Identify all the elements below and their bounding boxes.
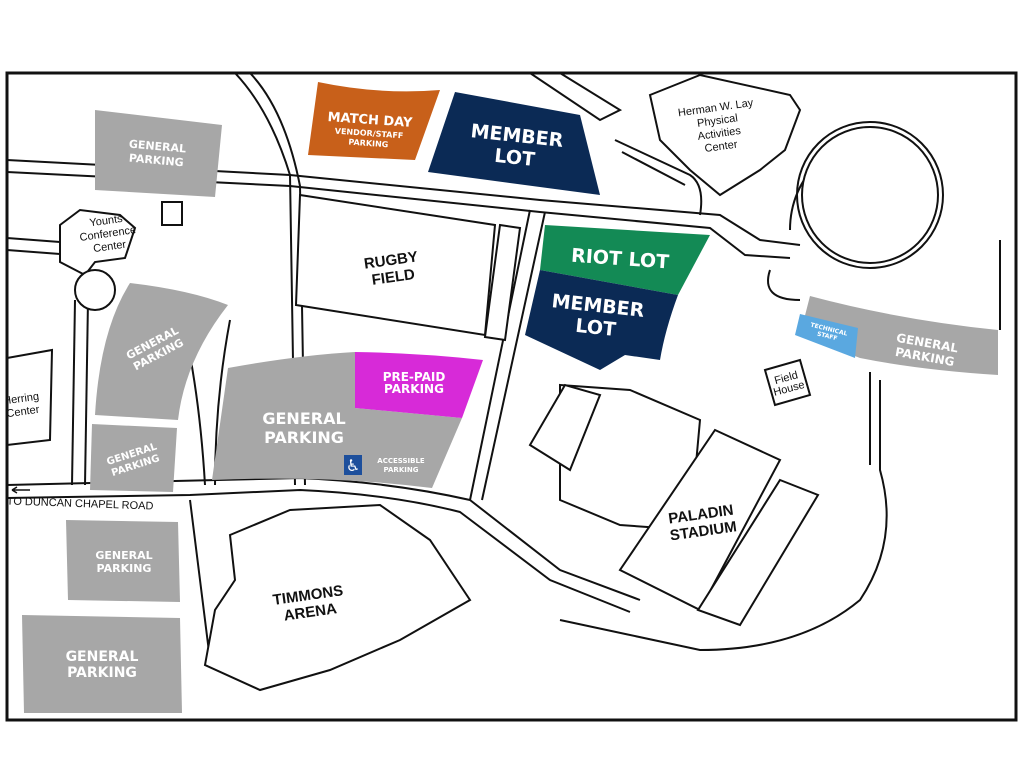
prepaid-label-2: PARKING [384, 382, 444, 396]
younts-circle [74, 269, 116, 311]
vendor-label-3: PARKING [348, 138, 388, 150]
lot-technical-staff[interactable] [795, 314, 858, 358]
general-sw2-label-2: PARKING [67, 665, 137, 681]
member-north-label-2: LOT [493, 145, 536, 171]
general-nw-label-1: GENERAL [128, 138, 186, 156]
general-sw1-label-2: PARKING [97, 562, 152, 575]
rugby-label-2: FIELD [371, 266, 416, 289]
general-nw-label-2: PARKING [128, 152, 184, 170]
younts-building [59, 208, 137, 277]
lay-center-building [648, 73, 802, 197]
lot-general-curved[interactable] [95, 283, 228, 420]
lot-prepaid[interactable] [355, 352, 483, 418]
lot-general-nw[interactable] [95, 110, 222, 197]
general-main-label-1: GENERAL [262, 409, 345, 428]
younts-label-3: Center [92, 239, 127, 256]
general-sw2-label-1: GENERAL [66, 649, 139, 665]
lay-label-2: Physical [696, 112, 738, 130]
accessible-label-2: PARKING [384, 466, 419, 474]
lay-label-4: Center [704, 139, 739, 156]
north-building [529, 73, 623, 122]
wheelchair-glyph: ♿ [346, 456, 360, 475]
map-frame [5, 71, 1018, 722]
road-label-duncan-chapel: TO DUNCAN CHAPEL ROAD [7, 495, 154, 512]
track-oval [801, 126, 939, 264]
field-house [763, 358, 812, 407]
wheelchair-icon [344, 455, 362, 475]
lot-general-sw2[interactable] [22, 615, 182, 713]
stadium-east-stand [696, 478, 820, 627]
member-south-label-2: LOT [574, 315, 617, 341]
timmons-arena [203, 503, 472, 692]
general-main-label-2: PARKING [264, 428, 344, 447]
prepaid-label-1: PRE-PAID [383, 370, 446, 384]
stadium-building [528, 383, 602, 472]
track-oval-outer [796, 121, 944, 269]
lot-general-main[interactable] [212, 352, 462, 488]
herring-label-2: Center [6, 404, 41, 421]
small-building [161, 201, 183, 226]
lot-member-north[interactable] [428, 92, 600, 195]
arrow-left-icon [11, 486, 30, 494]
lot-general-east[interactable] [800, 296, 998, 375]
herring-building [7, 348, 54, 447]
lot-general-sw1[interactable] [66, 520, 180, 602]
general-sw1-label-1: GENERAL [95, 549, 152, 562]
younts-label-1: Younts [89, 213, 124, 230]
lot-riot[interactable] [540, 225, 710, 295]
accessible-label-1: ACCESSIBLE [377, 457, 425, 465]
vendor-label-1: MATCH DAY [327, 110, 413, 131]
herring-label-1: Herring [2, 391, 39, 408]
rugby-stand [483, 223, 522, 342]
technical-label-2: STAFF [816, 330, 838, 342]
lot-general-small[interactable] [90, 424, 177, 492]
fieldhouse-label-1: Field [773, 369, 799, 387]
lot-vendor-staff[interactable] [308, 82, 440, 160]
lot-member-south[interactable] [525, 270, 678, 370]
